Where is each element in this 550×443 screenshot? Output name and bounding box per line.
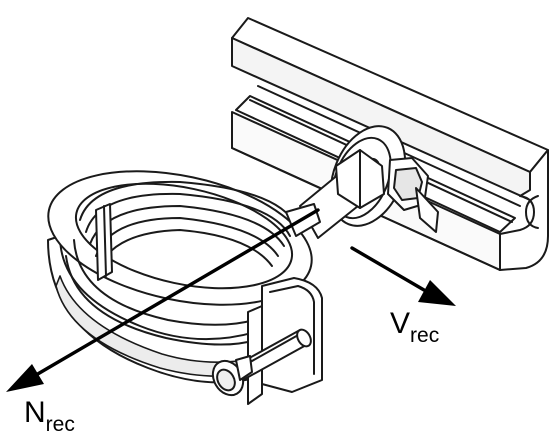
n-rec-symbol: N <box>24 396 46 429</box>
v-rec-arrow <box>350 246 456 306</box>
v-rec-subscript: rec <box>410 324 440 347</box>
n-rec-arrow <box>6 208 320 392</box>
channel-nut <box>387 157 439 233</box>
v-rec-label: Vrec <box>390 307 439 347</box>
n-rec-subscript: rec <box>45 413 75 436</box>
v-rec-symbol: V <box>390 307 411 340</box>
hex-nut <box>335 149 385 209</box>
clamp-bolt <box>211 328 312 397</box>
n-rec-label: Nrec <box>24 396 75 436</box>
